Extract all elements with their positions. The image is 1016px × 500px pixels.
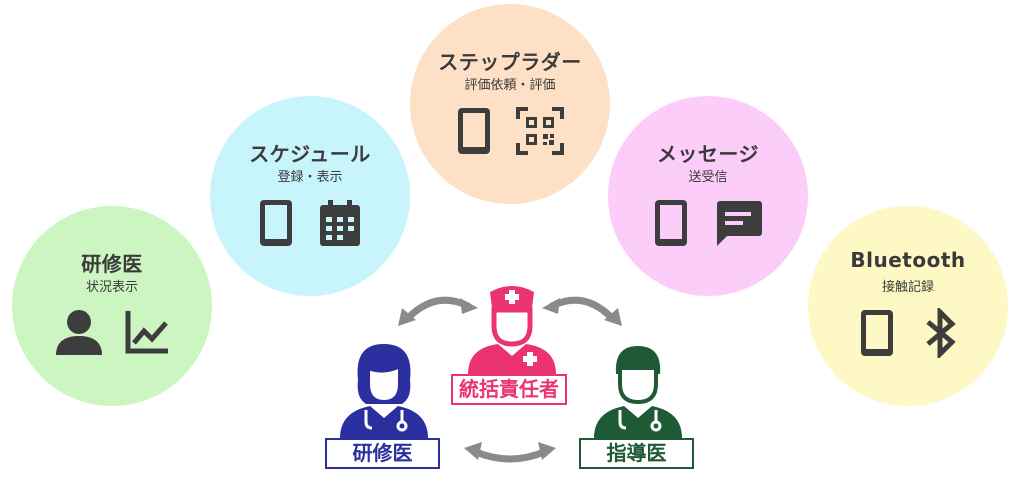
feature-circle-message: メッセージ 送受信 — [608, 96, 808, 296]
feature-circle-step-ladder: ステップラダー 評価依頼・評価 — [410, 4, 610, 204]
feature-title: スケジュール — [249, 142, 371, 166]
mentor-doctor-icon — [594, 346, 682, 438]
feature-subtitle: 評価依頼・評価 — [464, 78, 556, 93]
feature-subtitle: 登録・表示 — [277, 170, 343, 185]
arrow-resident-mentor — [464, 442, 556, 463]
feature-circle-bluetooth: Bluetooth 接触記録 — [808, 206, 1008, 406]
smartphone-icon — [259, 200, 292, 246]
line-chart-icon — [125, 311, 169, 354]
smartphone-icon — [654, 200, 687, 246]
role-label-resident: 研修医 — [325, 438, 440, 469]
feature-subtitle: 接触記録 — [881, 280, 934, 295]
person-icon — [55, 310, 102, 355]
feature-circle-resident: 研修医 状況表示 — [12, 206, 212, 406]
feature-title: ステップラダー — [438, 50, 582, 74]
bluetooth-icon — [926, 308, 956, 358]
calendar-icon — [320, 200, 361, 246]
role-label-manager: 統括責任者 — [451, 374, 567, 405]
role-label-mentor: 指導医 — [579, 438, 694, 469]
arrow-manager-mentor — [542, 296, 622, 326]
chat-bubble-icon — [717, 201, 763, 246]
manager-nurse-icon — [468, 286, 556, 374]
arrow-resident-manager — [398, 296, 478, 326]
qr-code-icon — [516, 107, 565, 155]
feature-title: メッセージ — [656, 142, 760, 166]
resident-doctor-icon — [340, 344, 428, 438]
feature-title: Bluetooth — [850, 248, 966, 272]
smartphone-icon — [860, 310, 893, 356]
feature-subtitle: 状況表示 — [85, 280, 138, 295]
feature-subtitle: 送受信 — [688, 170, 728, 185]
feature-title: 研修医 — [81, 252, 143, 276]
smartphone-icon — [457, 108, 490, 154]
feature-circle-schedule: スケジュール 登録・表示 — [210, 96, 410, 296]
